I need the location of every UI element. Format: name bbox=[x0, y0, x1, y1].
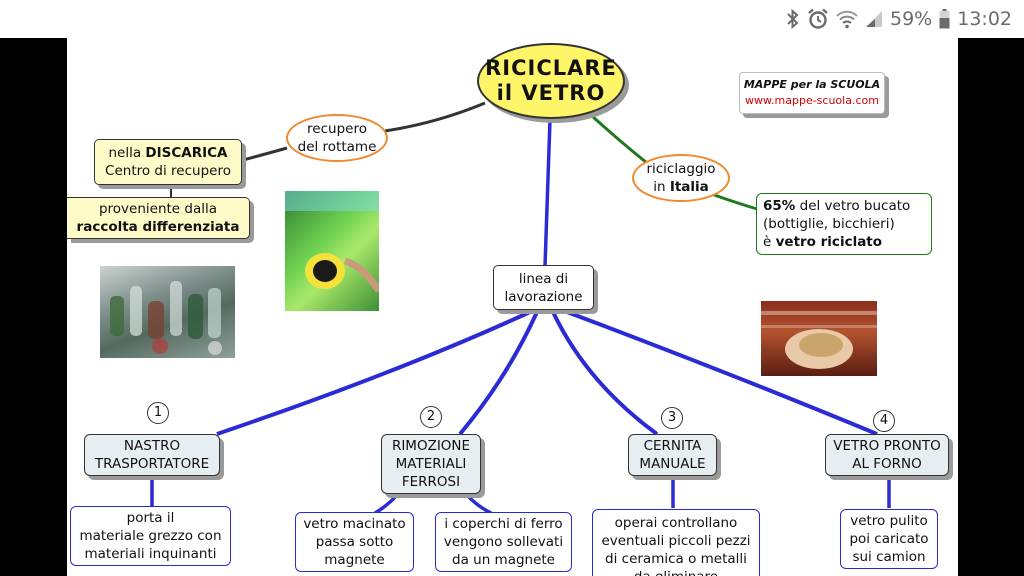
battery-percent: 59% bbox=[890, 8, 933, 30]
connector-lines bbox=[150, 101, 891, 515]
photo-recycling-bin bbox=[285, 191, 379, 311]
status-bar: 59% 13:02 bbox=[0, 0, 1024, 38]
letterbox-left bbox=[0, 38, 67, 576]
detail-operai: operai controllano eventuali piccoli pez… bbox=[592, 509, 760, 576]
detail-nastro: porta il materiale grezzo con materiali … bbox=[70, 506, 231, 566]
letterbox-right bbox=[958, 38, 1024, 576]
link-step2-detail-a bbox=[374, 493, 399, 515]
detail-vetro-pulito: vetro pulito poi caricato sui camion bbox=[840, 509, 938, 569]
brand-title: MAPPE per la SCUOLA bbox=[743, 78, 881, 91]
concept-map[interactable]: RICICLARE il VETRO MAPPE per la SCUOLA w… bbox=[67, 38, 958, 576]
wifi-icon bbox=[836, 9, 858, 29]
step-number-2: 2 bbox=[420, 406, 442, 428]
bluetooth-icon bbox=[786, 9, 800, 29]
photo-glass-sand bbox=[761, 301, 877, 376]
link-linea-step1 bbox=[216, 310, 531, 436]
step-number-4: 4 bbox=[873, 410, 895, 432]
linea-box: linea di lavorazione bbox=[493, 265, 594, 310]
discarica-box: nella DISCARICA Centro di recupero bbox=[94, 139, 242, 185]
link-title-recupero bbox=[384, 101, 486, 133]
step-vetro-pronto: VETRO PRONTO AL FORNO bbox=[825, 434, 949, 476]
link-linea-step3 bbox=[551, 311, 659, 436]
step-rimozione-materiali-ferrosi: RIMOZIONE MATERIALI FERROSI bbox=[381, 434, 481, 494]
link-step2-detail-b bbox=[465, 493, 492, 515]
link-title-italia bbox=[590, 114, 648, 165]
raccolta-box: proveniente dalla raccolta differenziata bbox=[67, 197, 250, 239]
alarm-icon bbox=[807, 8, 829, 30]
step-number-3: 3 bbox=[661, 407, 683, 429]
link-recupero-discarica bbox=[242, 146, 288, 162]
step-cernita-manuale: CERNITA MANUALE bbox=[628, 434, 717, 476]
link-title-linea bbox=[543, 119, 552, 267]
percent-box: 65% del vetro bucato (bottiglie, bicchie… bbox=[756, 193, 932, 255]
photo-glass-bottles bbox=[100, 266, 235, 358]
signal-icon bbox=[865, 10, 883, 28]
step-nastro-trasportatore: NASTRO TRASPORTATORE bbox=[84, 434, 220, 476]
battery-icon bbox=[939, 9, 950, 29]
link-linea-step2 bbox=[458, 311, 539, 436]
clock-time: 13:02 bbox=[957, 8, 1012, 30]
brand-box: MAPPE per la SCUOLA www.mappe-scuola.com bbox=[739, 72, 885, 114]
step-number-1: 1 bbox=[147, 402, 169, 424]
title-node: RICICLARE il VETRO bbox=[477, 43, 625, 119]
detail-coperchi-ferro: i coperchi di ferro vengono sollevati da… bbox=[435, 512, 572, 572]
recupero-oval: recupero del rottame bbox=[286, 114, 388, 162]
riciclaggio-oval: riciclaggio in Italia bbox=[632, 154, 730, 202]
brand-url[interactable]: www.mappe-scuola.com bbox=[745, 94, 879, 107]
detail-vetro-macinato: vetro macinato passa sotto magnete bbox=[295, 512, 414, 572]
title-line-1: RICICLARE bbox=[485, 56, 617, 80]
title-line-2: il VETRO bbox=[496, 81, 606, 105]
link-linea-step4 bbox=[566, 310, 878, 436]
